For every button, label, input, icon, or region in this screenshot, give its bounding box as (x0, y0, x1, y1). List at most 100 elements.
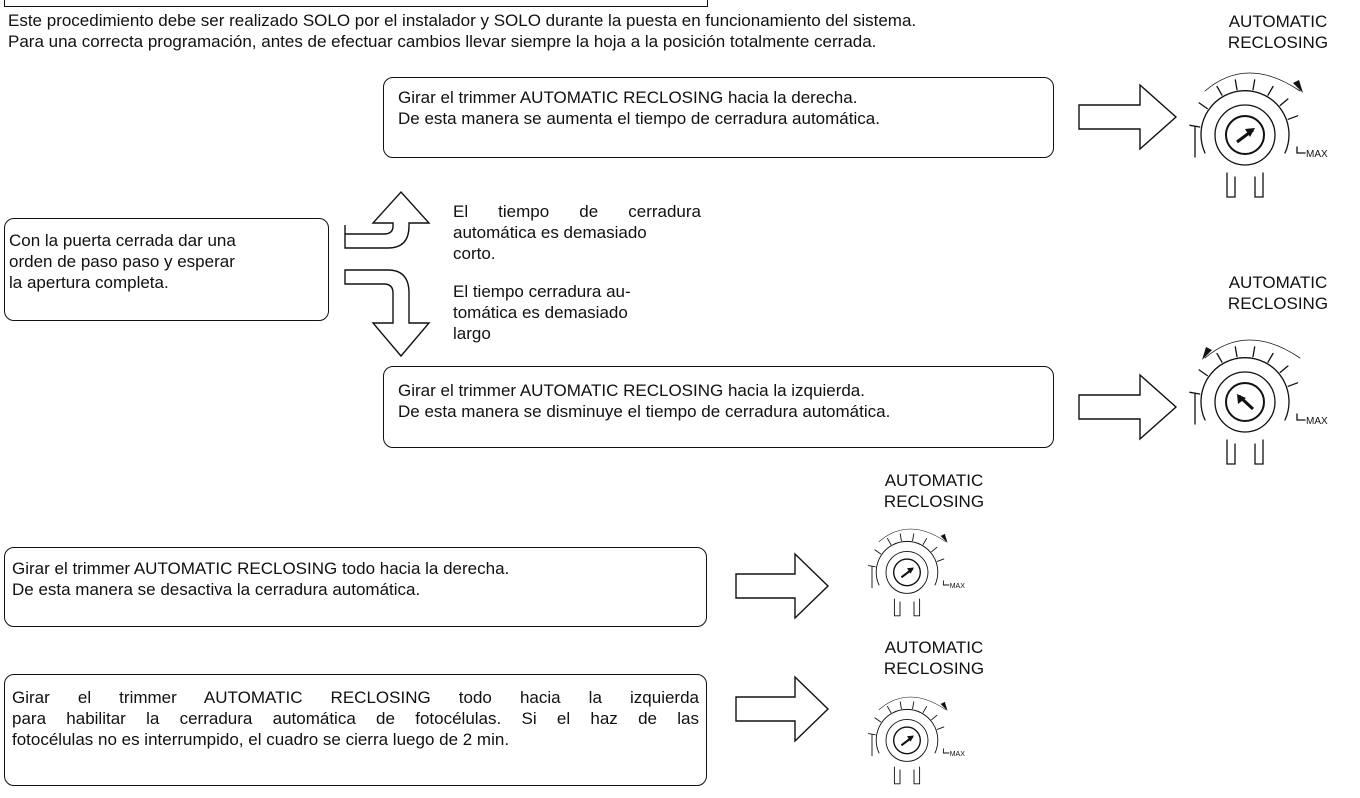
branch-long-text: El tiempo cerradura au- tomática es dema… (453, 281, 701, 344)
dial-tick (1234, 79, 1238, 91)
max-label: MAX (950, 583, 966, 590)
travel-arc (1204, 72, 1301, 92)
dial-leg (1254, 439, 1264, 465)
dial-tick (1216, 352, 1223, 363)
dial-tick (886, 537, 892, 545)
outline-right-arrow-icon (735, 552, 830, 620)
start-step-line-3: la apertura completa. (9, 273, 169, 292)
dial-tick (1198, 102, 1208, 110)
arc-arrowhead (940, 701, 948, 711)
dial-tick (874, 549, 882, 555)
increase-line-2: De esta manera se aumenta el tiempo de c… (398, 109, 880, 128)
arc-arrowhead (1202, 347, 1212, 360)
dial-leg (1226, 172, 1236, 198)
dial-tick (1287, 115, 1299, 120)
start-step-line-2: orden de paso paso y esperar (9, 252, 235, 271)
dial-leg (893, 766, 901, 785)
dial-body (875, 540, 939, 586)
trimmer-label-reclosing: RECLOSING (1227, 33, 1329, 52)
trimmer-label-4: AUTOMATIC RECLOSING (864, 637, 1004, 679)
dial-tick (1279, 365, 1289, 374)
dial-ring (885, 550, 929, 594)
branch-short-line-2: automática es demasiado (453, 223, 647, 242)
start-step-line-1: Con la puerta cerrada dar una (9, 231, 236, 250)
travel-arc (1204, 339, 1301, 359)
trimmer-label-automatic: AUTOMATIC (884, 638, 984, 657)
dial-tick (1267, 85, 1274, 96)
pointer-head (1245, 128, 1255, 137)
decrease-step-box: Girar el trimmer AUTOMATIC RECLOSING hac… (383, 366, 1054, 448)
dial-tick (922, 537, 928, 545)
trimmer-label-automatic: AUTOMATIC (884, 471, 984, 490)
dial-tick (931, 546, 938, 553)
pointer-head (907, 567, 914, 574)
intro-line-1: Este procedimiento debe ser realizado SO… (8, 11, 917, 30)
dial-tick (1189, 124, 1201, 128)
disable-line-1: Girar el trimmer AUTOMATIC RECLOSING tod… (12, 559, 510, 578)
trimmer-dial-icon: MAX (1189, 72, 1328, 198)
arc-arrowhead (1293, 80, 1303, 93)
header-frame (4, 0, 708, 7)
trimmer-label-reclosing: RECLOSING (1227, 294, 1329, 313)
dial-tick (936, 558, 945, 562)
photocell-line-3: fotocélulas no es interrumpido, el cuadr… (12, 730, 510, 749)
dial-tick (1252, 346, 1256, 358)
dial-tick (922, 705, 928, 713)
max-label: MAX (1306, 416, 1328, 427)
dial-ring (1214, 104, 1276, 166)
dial-tick (936, 726, 945, 730)
dial-tick (1234, 346, 1238, 358)
increase-step-box: Girar el trimmer AUTOMATIC RECLOSING hac… (383, 77, 1054, 158)
dial-tick (899, 533, 902, 542)
trimmer-dial-icon: MAX (867, 528, 966, 617)
dial-tick (867, 565, 876, 568)
trimmer-label-reclosing: RECLOSING (883, 659, 985, 678)
branch-short-line-3: corto. (453, 244, 496, 263)
pointer-head (907, 735, 914, 742)
dial-knob (1225, 382, 1265, 422)
dial-tick (931, 714, 938, 721)
dial-tick (912, 701, 915, 710)
dial-tick (1252, 79, 1256, 91)
photocell-step-box: Girar el trimmer AUTOMATIC RECLOSING tod… (4, 674, 707, 786)
dial-tick (1267, 352, 1274, 363)
travel-arc (878, 696, 946, 710)
branch-long-line-1: El tiempo cerradura au- (453, 282, 631, 301)
intro-text: Este procedimiento debe ser realizado SO… (8, 10, 1188, 52)
photocell-line-1: Girar el trimmer AUTOMATIC RECLOSING tod… (12, 688, 699, 707)
curved-up-arrow-icon (344, 190, 431, 249)
trimmer-dial-icon: MAX (1189, 339, 1328, 465)
dial-leg (893, 598, 901, 617)
dial-tick (1198, 369, 1208, 377)
intro-line-2: Para una correcta programación, antes de… (8, 32, 877, 51)
dial-tick (886, 705, 892, 713)
dial-body (1200, 357, 1290, 421)
increase-line-1: Girar el trimmer AUTOMATIC RECLOSING hac… (398, 88, 858, 107)
outline-right-arrow-icon (1078, 373, 1178, 441)
max-label: MAX (1306, 149, 1328, 160)
photocell-line-2: para habilitar la cerradura automática d… (12, 709, 699, 728)
dial-body (875, 708, 939, 754)
max-label: MAX (950, 751, 966, 758)
branch-short-line-1: El tiempo de cerradura (453, 202, 701, 221)
decrease-line-1: Girar el trimmer AUTOMATIC RECLOSING hac… (398, 381, 865, 400)
dial-tick (1216, 85, 1223, 96)
branch-long-line-2: tomática es demasiado (453, 303, 628, 322)
dial-tick (874, 717, 882, 723)
dial-leg (1226, 439, 1236, 465)
curved-down-arrow-icon (344, 269, 431, 358)
start-step-box: Con la puerta cerrada dar una orden de p… (4, 218, 329, 321)
trimmer-label-automatic: AUTOMATIC (1228, 12, 1328, 31)
pointer-head (1237, 394, 1246, 404)
dial-leg (1254, 172, 1264, 198)
disable-step-box: Girar el trimmer AUTOMATIC RECLOSING tod… (4, 547, 707, 627)
trimmer-label-3: AUTOMATIC RECLOSING (864, 470, 1004, 512)
decrease-line-2: De esta manera se disminuye el tiempo de… (398, 402, 891, 421)
dial-tick (867, 733, 876, 736)
dial-tick (899, 701, 902, 710)
outline-right-arrow-icon (1078, 83, 1178, 151)
dial-tick (1189, 391, 1201, 395)
trimmer-label-1: AUTOMATIC RECLOSING (1208, 11, 1348, 53)
trimmer-label-2: AUTOMATIC RECLOSING (1208, 272, 1348, 314)
dial-knob (892, 558, 921, 587)
